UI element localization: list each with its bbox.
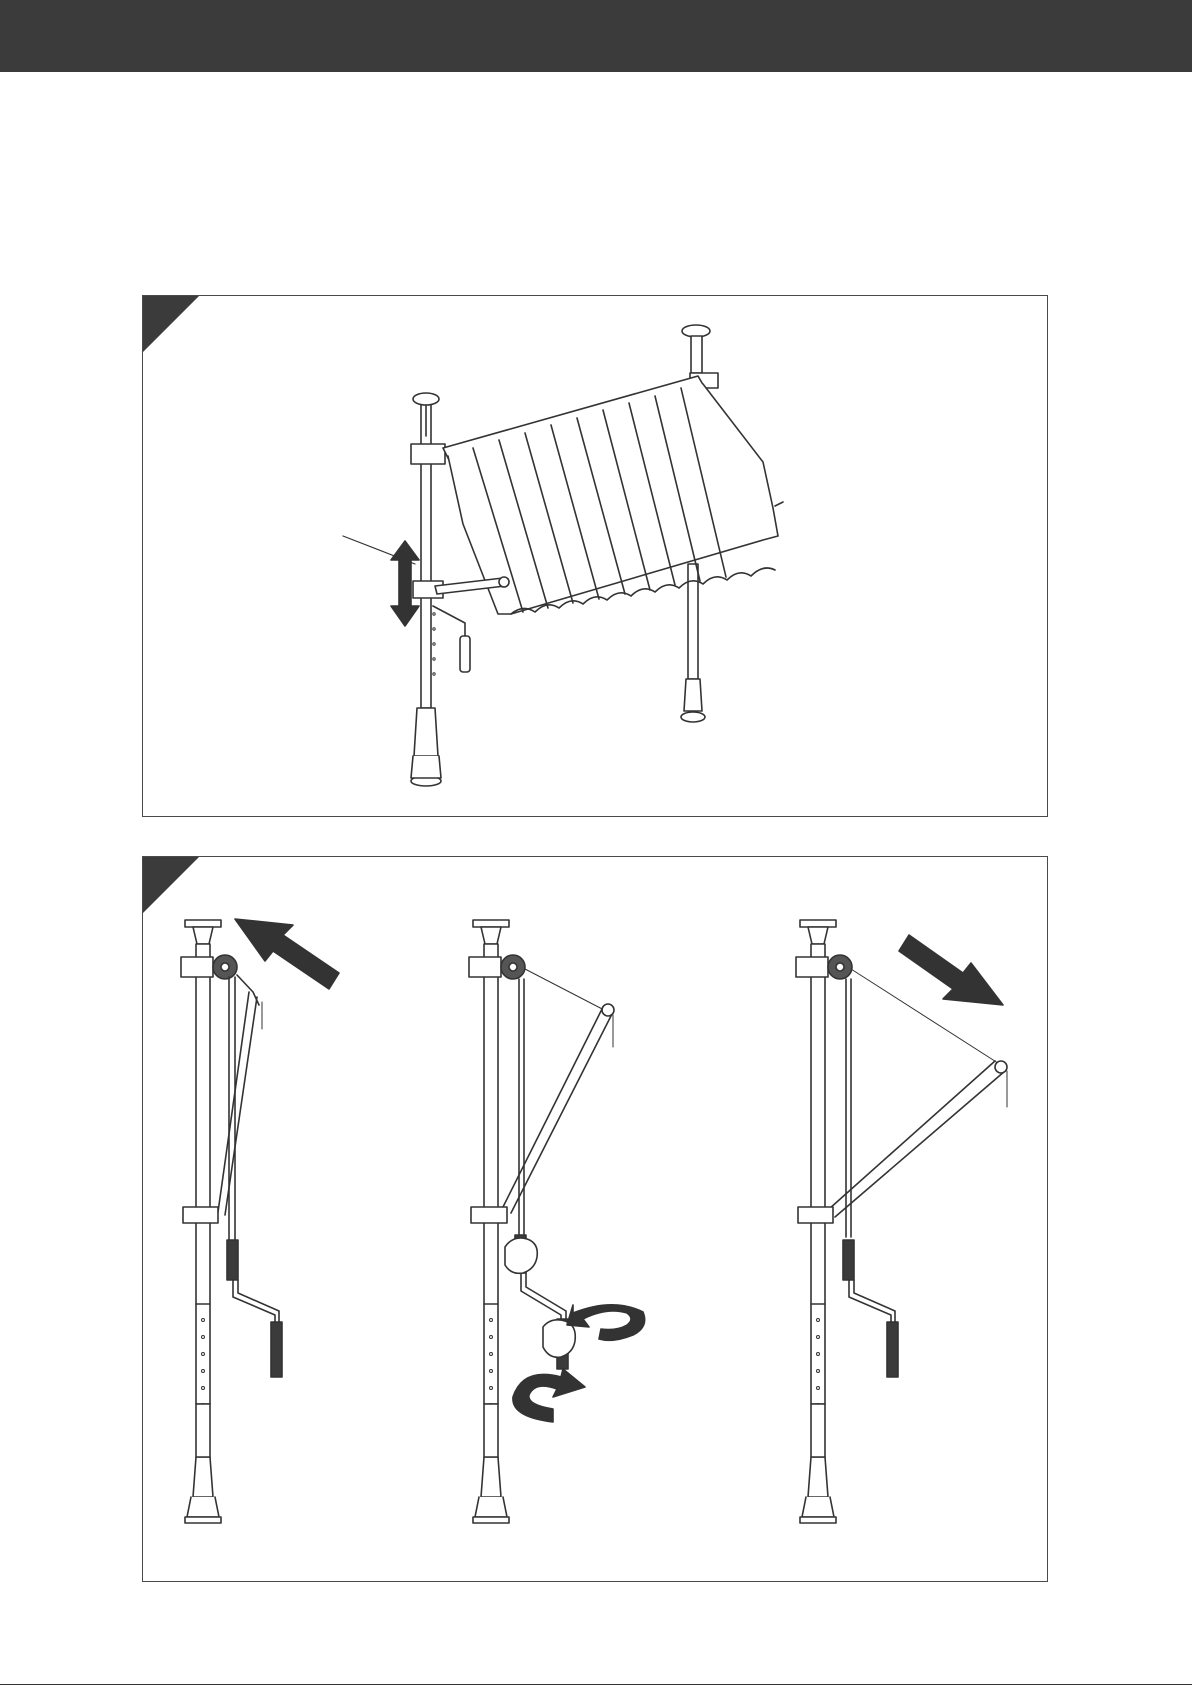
pole-arm-extended bbox=[796, 920, 1007, 1523]
pole-arm-sequence bbox=[143, 857, 1048, 1582]
arrow-up-left-icon bbox=[235, 919, 339, 989]
arrow-down-right-icon bbox=[899, 935, 1003, 1005]
awning-assembly-illustration bbox=[143, 296, 1048, 817]
rotate-arrow-icon bbox=[513, 1369, 585, 1422]
rotate-arrow-icon bbox=[567, 1305, 645, 1341]
header-bar bbox=[0, 0, 1192, 72]
step-panel-1 bbox=[142, 295, 1048, 817]
pole-arm-cranking bbox=[469, 920, 614, 1523]
hand-icon bbox=[505, 1238, 537, 1273]
step-panel-2 bbox=[142, 856, 1048, 1582]
pole-arm-folded bbox=[181, 920, 282, 1523]
